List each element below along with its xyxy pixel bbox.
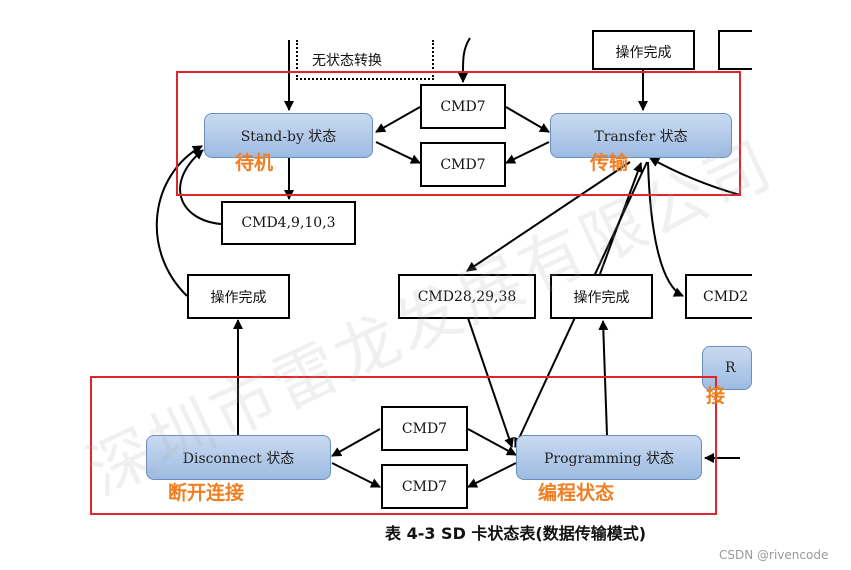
- cmd4-9-10-3-box: CMD4,9,10,3: [221, 201, 356, 245]
- arrow-cmd7-to-transfer: [505, 106, 550, 133]
- cmd7-top-lower-label: CMD7: [440, 156, 486, 173]
- state-transfer: Transfer 状态: [550, 113, 732, 158]
- state-standby-label: Stand-by 状态: [240, 128, 337, 145]
- cmd7-top-upper-label: CMD7: [440, 98, 486, 115]
- cmd2-partial-label: CMD2: [703, 288, 749, 305]
- cmd28-29-38-box: CMD28,29,38: [398, 274, 536, 319]
- figure-caption: 表 4-3 SD 卡状态表(数据传输模式): [385, 524, 647, 543]
- op-done-top-box: 操作完成: [592, 30, 695, 70]
- arrow-cmd7-to-disconnect: [331, 428, 381, 457]
- arrow-transfer-to-cmd7: [505, 141, 550, 164]
- cmd7-top-lower-box: CMD7: [420, 142, 506, 187]
- cmd7-top-upper-box: CMD7: [420, 84, 506, 129]
- op-done-middle-box: 操作完成: [550, 274, 653, 319]
- state-disconnect: Disconnect 状态: [146, 435, 331, 480]
- state-receive-partial: R: [702, 346, 752, 390]
- arrow-disconnect-to-cmd7: [331, 462, 381, 488]
- highlight-frame-top: [176, 71, 741, 196]
- right-crop-mask: [752, 0, 851, 520]
- highlight-frame-bottom: [90, 376, 717, 515]
- cmd7-bottom-upper-box: CMD7: [381, 406, 468, 451]
- top-right-partial-box-visible: [718, 30, 752, 70]
- op-done-top-label: 操作完成: [615, 45, 672, 61]
- arrow-programming-to-cmd7: [467, 462, 517, 488]
- arrow-transfer-to-cmd28: [466, 161, 631, 272]
- state-receive-partial-label: R: [725, 360, 736, 376]
- annotation-receive-partial: 接: [706, 385, 726, 407]
- credit-text: CSDN @rivencode: [719, 548, 829, 562]
- cmd2-partial-box: CMD2: [685, 274, 755, 319]
- arrow-opdone-to-standby: [155, 145, 203, 297]
- op-done-left-label: 操作完成: [210, 289, 267, 306]
- cmd7-bottom-lower-box: CMD7: [381, 464, 468, 509]
- arrow-cmd28-to-programming: [467, 317, 514, 448]
- arrow-opdone-to-transfer: [599, 162, 643, 275]
- cmd28-29-38-label: CMD28,29,38: [417, 288, 517, 305]
- cmd4-9-10-3-label: CMD4,9,10,3: [241, 215, 336, 231]
- state-programming-label: Programming 状态: [544, 450, 674, 467]
- arrow-into-cmd7-top: [457, 37, 471, 83]
- op-done-left-box: 操作完成: [187, 274, 290, 319]
- no-state-change-label: 无状态转换: [312, 53, 382, 69]
- no-state-change-frame: [296, 40, 434, 80]
- arrow-cmd4-loop: [179, 149, 222, 225]
- op-done-middle-label: 操作完成: [573, 289, 630, 306]
- state-programming: Programming 状态: [516, 435, 702, 480]
- annotation-standby: 待机: [235, 152, 274, 174]
- annotation-programming: 编程状态: [538, 482, 615, 504]
- annotation-transfer: 传输: [590, 152, 629, 174]
- cmd7-bottom-upper-label: CMD7: [401, 420, 448, 437]
- cmd7-bottom-lower-label: CMD7: [401, 478, 448, 495]
- arrow-cmd7-to-standby: [375, 106, 421, 133]
- state-standby: Stand-by 状态: [204, 113, 373, 158]
- arrow-cmd7-to-programming: [467, 428, 517, 456]
- arrow-programming-to-opdone: [598, 320, 609, 436]
- arrow-right-into-transfer: [649, 157, 741, 196]
- annotation-disconnect: 断开连接: [168, 482, 245, 504]
- state-transfer-label: Transfer 状态: [594, 128, 688, 145]
- arrow-transfer-to-cmd2: [647, 161, 684, 297]
- state-disconnect-label: Disconnect 状态: [182, 450, 295, 467]
- arrow-standby-to-cmd7: [375, 141, 421, 164]
